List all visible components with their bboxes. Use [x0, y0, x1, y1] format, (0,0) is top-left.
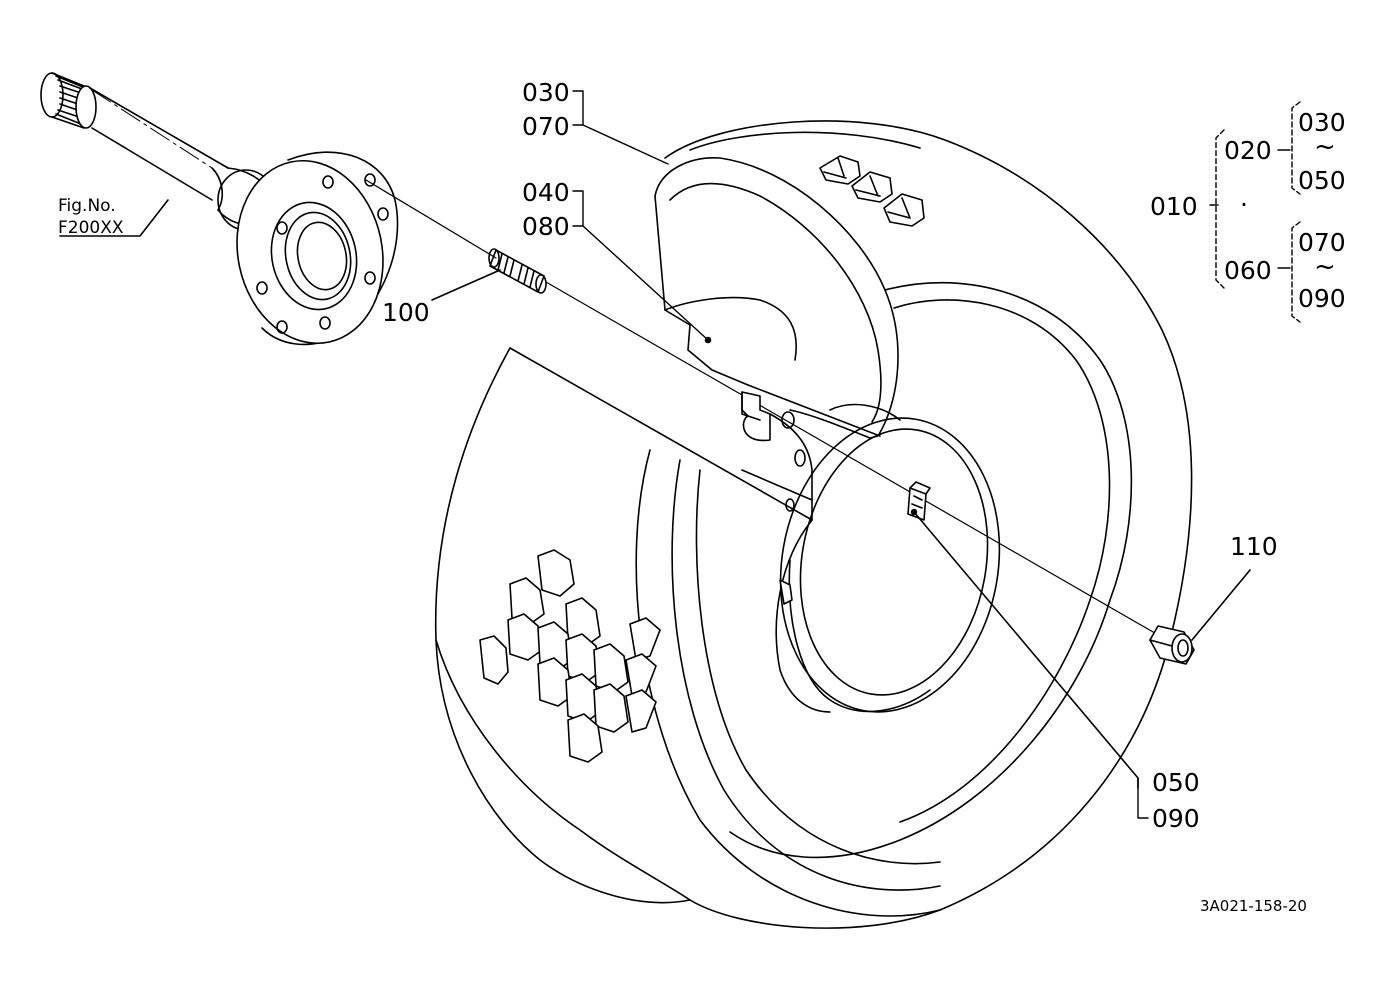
- tree-range-start-030[interactable]: 030: [1298, 108, 1346, 137]
- drawing-code: 3A021-158-20: [1200, 897, 1307, 915]
- callout-030[interactable]: 030: [522, 78, 570, 107]
- tree-range-mark-lower: ~: [1314, 252, 1336, 282]
- tree-range-mark-upper: ~: [1314, 132, 1336, 162]
- tree-separator: ·: [1240, 190, 1248, 219]
- wheel-nut: [1149, 569, 1251, 665]
- callout-100[interactable]: 100: [382, 298, 430, 327]
- callout-070[interactable]: 070: [522, 112, 570, 141]
- callout-040[interactable]: 040: [522, 178, 570, 207]
- tree-range-start-070[interactable]: 070: [1298, 228, 1346, 257]
- callout-090[interactable]: 090: [1152, 804, 1200, 833]
- valve-leader: [913, 511, 1139, 789]
- fig-ref-leader: [59, 199, 169, 237]
- tree-node-020[interactable]: 020: [1224, 136, 1272, 165]
- wheel-stud: [365, 179, 1161, 637]
- callout-080[interactable]: 080: [522, 212, 570, 241]
- sidewall-tread-blocks: [479, 549, 661, 763]
- tree-root-010[interactable]: 010: [1150, 192, 1198, 221]
- tree-node-060[interactable]: 060: [1224, 256, 1272, 285]
- stud-leader: [431, 269, 501, 301]
- axle-shaft: [40, 72, 275, 231]
- hub-flange: [236, 151, 399, 346]
- fig-ref-label: Fig.No.: [58, 196, 116, 216]
- callout-110[interactable]: 110: [1230, 532, 1278, 561]
- callout-brackets: [572, 90, 1301, 819]
- tire: [434, 120, 1193, 929]
- tree-range-end-090[interactable]: 090: [1298, 284, 1346, 313]
- callout-050[interactable]: 050: [1152, 768, 1200, 797]
- fig-ref-number[interactable]: F200XX: [58, 218, 124, 238]
- tree-range-end-050[interactable]: 050: [1298, 166, 1346, 195]
- nut-leader: [1191, 569, 1251, 641]
- shaft-centerline: [91, 89, 213, 169]
